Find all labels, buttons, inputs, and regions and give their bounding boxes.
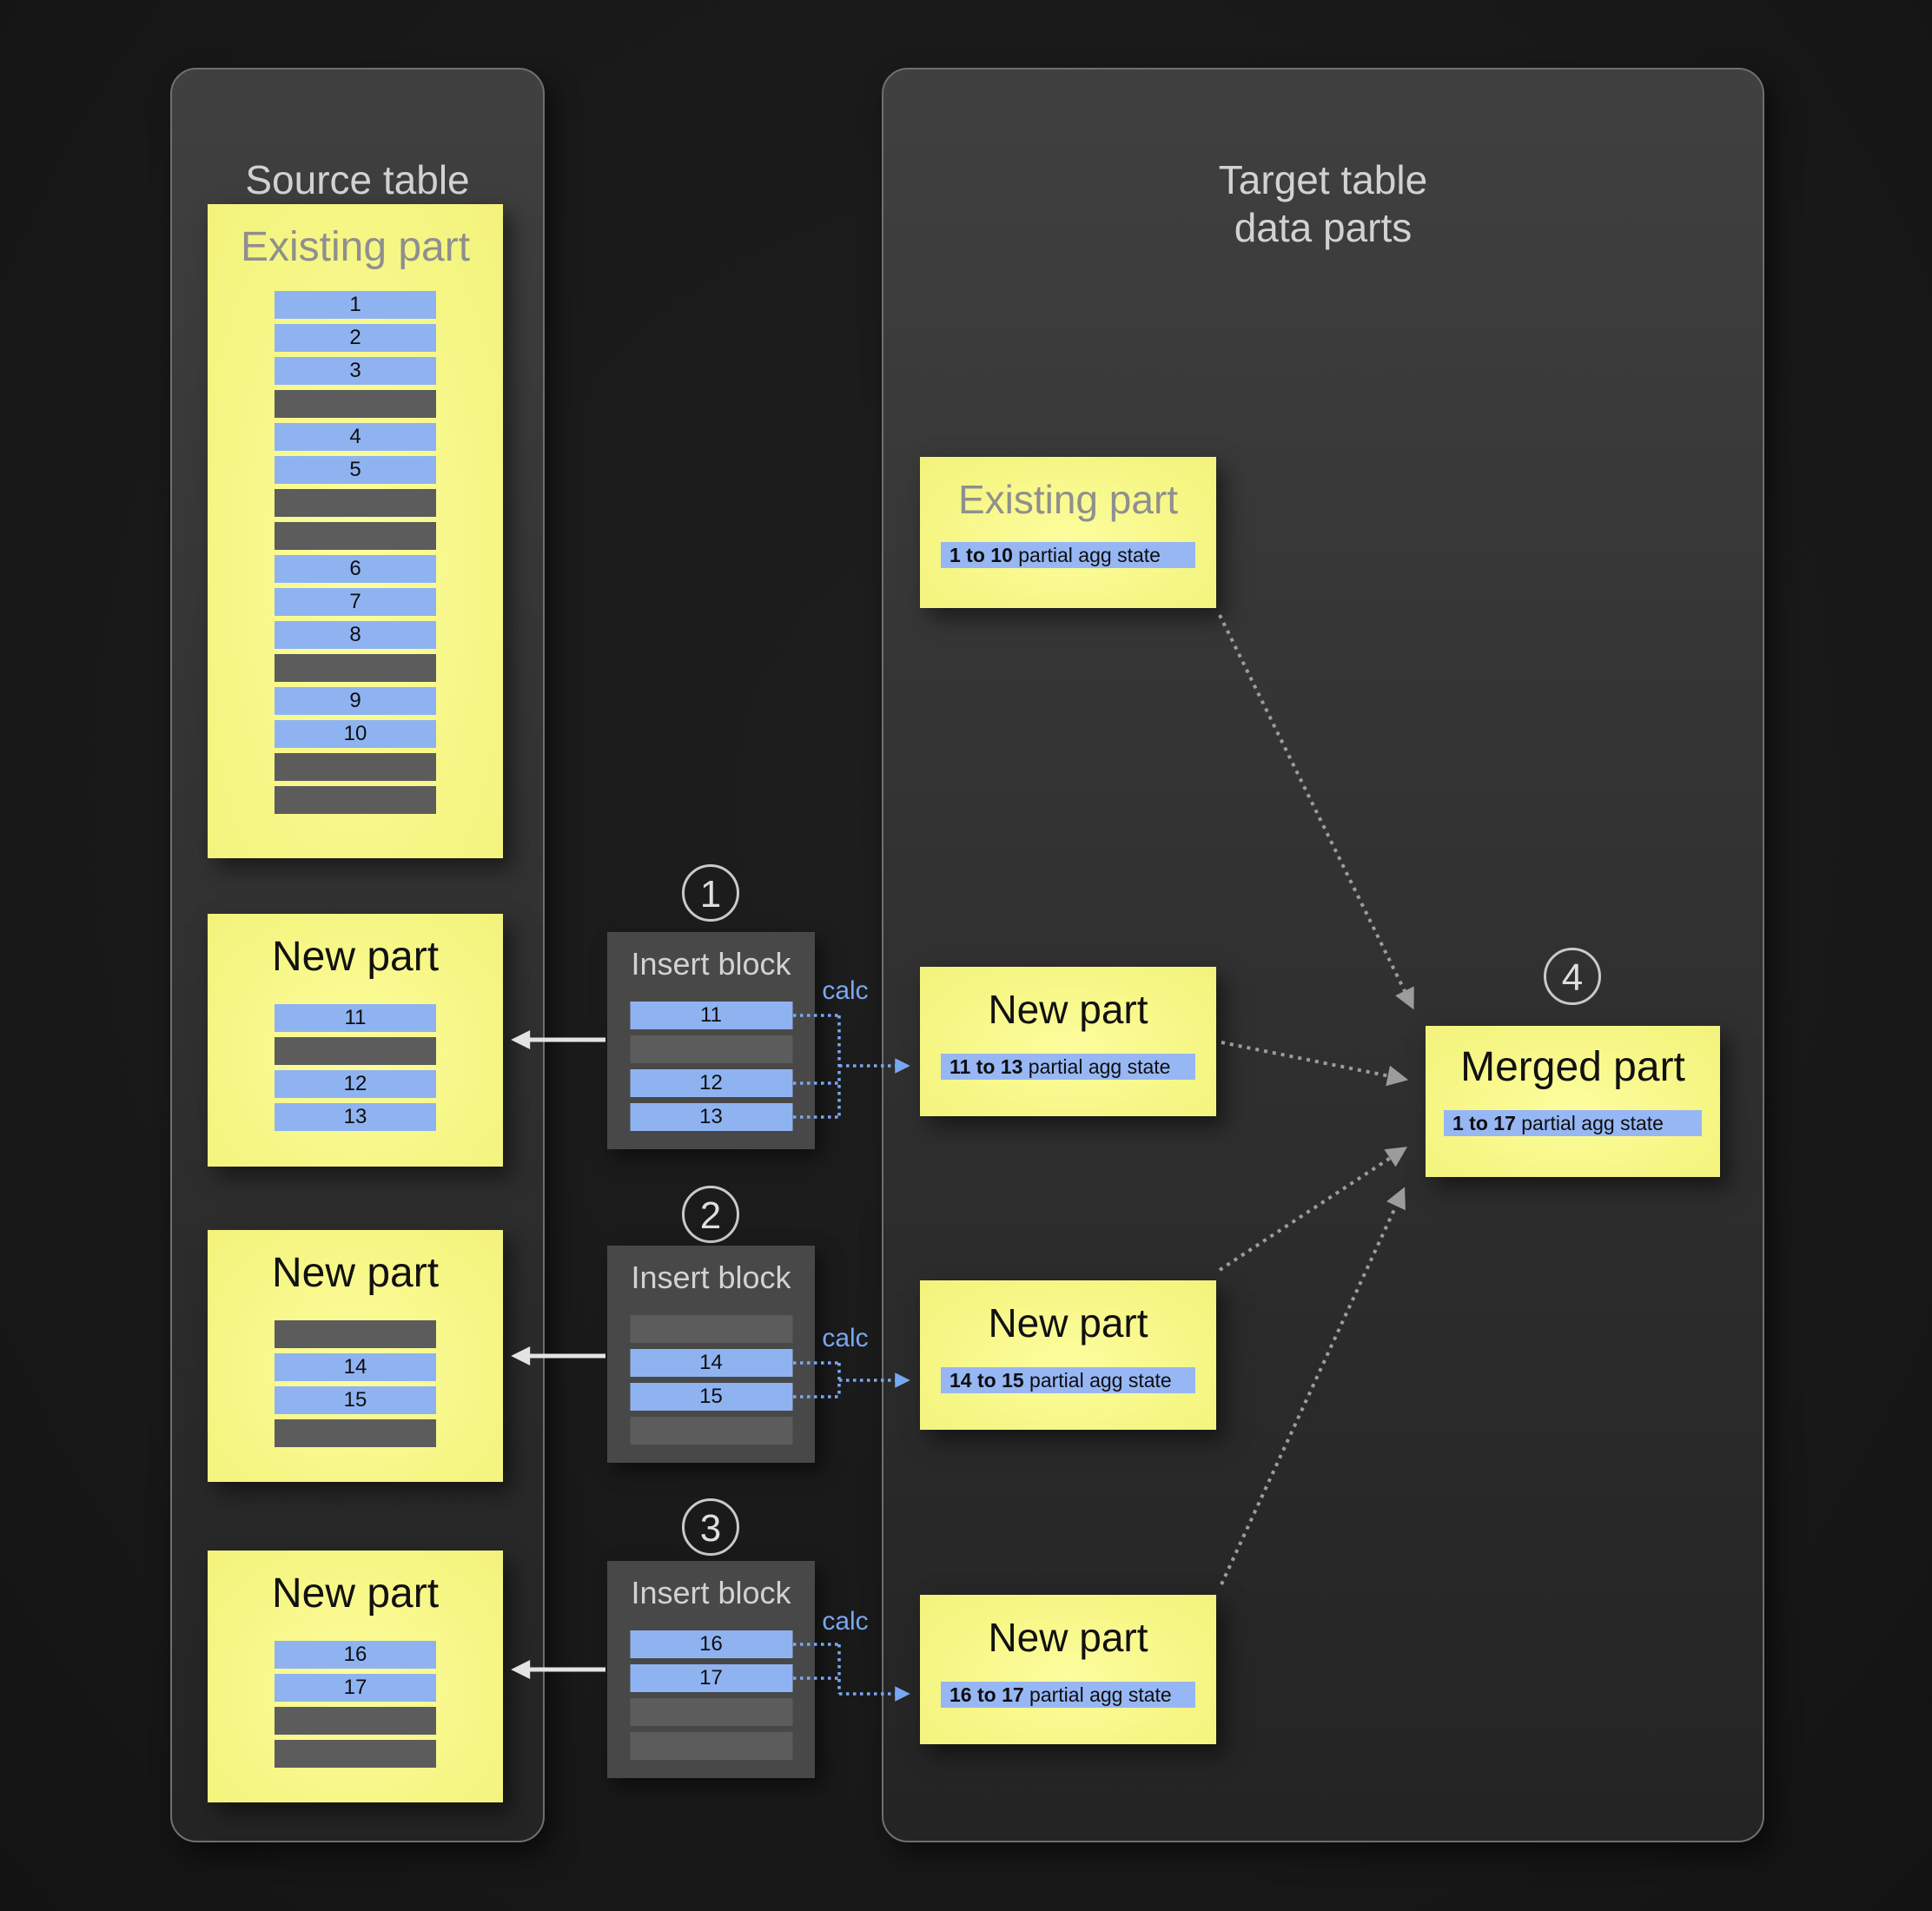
data-row: 17 xyxy=(275,1674,436,1702)
data-row: 12 xyxy=(275,1070,436,1098)
agg-range: 1 to 10 xyxy=(949,544,1013,566)
data-row: 9 xyxy=(275,687,436,715)
agg-text: partial agg state xyxy=(1012,544,1161,566)
empty-row xyxy=(275,1320,436,1348)
data-row: 17 xyxy=(630,1664,792,1692)
empty-row xyxy=(630,1698,792,1726)
data-row: 6 xyxy=(275,555,436,583)
target-new-part-1: New part 11 to 13 partial agg state xyxy=(920,967,1216,1116)
target-new-part-1-agg-state: 11 to 13 partial agg state xyxy=(941,1054,1195,1080)
target-new-part-1-title: New part xyxy=(988,987,1148,1032)
data-row: 16 xyxy=(630,1630,792,1658)
data-row: 11 xyxy=(630,1002,792,1029)
empty-row xyxy=(630,1315,792,1343)
source-existing-part-title: Existing part xyxy=(240,224,471,270)
calc-label-3: calc xyxy=(822,1607,869,1636)
agg-range: 1 to 17 xyxy=(1452,1112,1516,1134)
target-table-panel: Target table data parts xyxy=(882,68,1764,1842)
agg-text: partial agg state xyxy=(1023,1369,1172,1392)
calc-label-2: calc xyxy=(822,1324,869,1352)
insert-block-1-rows: 11 12 13 xyxy=(630,1002,792,1131)
target-panel-title: Target table data parts xyxy=(1218,157,1428,250)
data-row: 15 xyxy=(275,1386,436,1414)
agg-text: partial agg state xyxy=(1022,1055,1171,1078)
agg-text: partial agg state xyxy=(1023,1683,1172,1706)
empty-row xyxy=(275,522,436,550)
empty-row xyxy=(275,1037,436,1065)
merged-part-title: Merged part xyxy=(1460,1044,1685,1090)
source-new-part-2-title: New part xyxy=(271,1250,440,1296)
insert-block-1-title: Insert block xyxy=(631,946,791,982)
target-existing-part-title: Existing part xyxy=(957,477,1179,522)
step-2-badge: 2 xyxy=(682,1186,739,1243)
step-1-badge: 1 xyxy=(682,864,739,922)
data-row: 8 xyxy=(275,621,436,649)
empty-row xyxy=(275,390,436,418)
step-3-badge: 3 xyxy=(682,1498,739,1556)
empty-row xyxy=(275,753,436,781)
target-new-part-2-agg-state: 14 to 15 partial agg state xyxy=(941,1367,1195,1393)
calc-label-1: calc xyxy=(822,976,869,1005)
agg-range: 16 to 17 xyxy=(949,1683,1024,1706)
target-new-part-2-title: New part xyxy=(988,1300,1148,1346)
source-new-part-3-title: New part xyxy=(271,1570,440,1617)
source-new-part-1: New part 11 12 13 xyxy=(208,914,503,1167)
target-existing-agg-state: 1 to 10 partial agg state xyxy=(941,542,1195,568)
target-new-part-2: New part 14 to 15 partial agg state xyxy=(920,1280,1216,1430)
data-row: 3 xyxy=(275,357,436,385)
empty-row xyxy=(630,1417,792,1445)
empty-row xyxy=(275,1740,436,1768)
empty-row xyxy=(275,1419,436,1447)
insert-block-3-title: Insert block xyxy=(631,1575,791,1610)
data-row: 5 xyxy=(275,456,436,484)
data-row: 16 xyxy=(275,1641,436,1669)
empty-row xyxy=(630,1732,792,1760)
target-new-part-3: New part 16 to 17 partial agg state xyxy=(920,1595,1216,1744)
source-existing-part: Existing part 1 2 3 4 5 6 7 8 9 10 xyxy=(208,204,503,858)
data-row: 12 xyxy=(630,1069,792,1097)
data-row: 14 xyxy=(275,1353,436,1381)
data-row: 13 xyxy=(630,1103,792,1131)
agg-text: partial agg state xyxy=(1515,1112,1664,1134)
agg-range: 14 to 15 xyxy=(949,1369,1024,1392)
data-row: 15 xyxy=(630,1383,792,1411)
empty-row xyxy=(275,1707,436,1735)
data-row: 7 xyxy=(275,588,436,616)
empty-row xyxy=(630,1035,792,1063)
source-existing-part-rows: 1 2 3 4 5 6 7 8 9 10 xyxy=(275,291,436,814)
target-existing-part: Existing part 1 to 10 partial agg state xyxy=(920,457,1216,608)
data-row: 11 xyxy=(275,1004,436,1032)
data-row: 10 xyxy=(275,720,436,748)
step-4-badge: 4 xyxy=(1544,948,1601,1005)
data-row: 1 xyxy=(275,291,436,319)
source-new-part-1-rows: 11 12 13 xyxy=(275,1004,436,1131)
insert-block-1: Insert block 11 12 13 xyxy=(607,932,815,1149)
empty-row xyxy=(275,654,436,682)
data-row: 4 xyxy=(275,423,436,451)
merged-part-agg-state: 1 to 17 partial agg state xyxy=(1444,1110,1702,1136)
source-new-part-1-title: New part xyxy=(271,934,440,980)
empty-row xyxy=(275,489,436,517)
data-row: 2 xyxy=(275,324,436,352)
agg-range: 11 to 13 xyxy=(949,1055,1023,1078)
merged-part: Merged part 1 to 17 partial agg state xyxy=(1426,1026,1720,1177)
empty-row xyxy=(275,786,436,814)
data-row: 13 xyxy=(275,1103,436,1131)
target-new-part-3-agg-state: 16 to 17 partial agg state xyxy=(941,1682,1195,1708)
target-new-part-3-title: New part xyxy=(988,1615,1148,1660)
data-row: 14 xyxy=(630,1349,792,1377)
insert-block-2-title: Insert block xyxy=(631,1260,791,1295)
